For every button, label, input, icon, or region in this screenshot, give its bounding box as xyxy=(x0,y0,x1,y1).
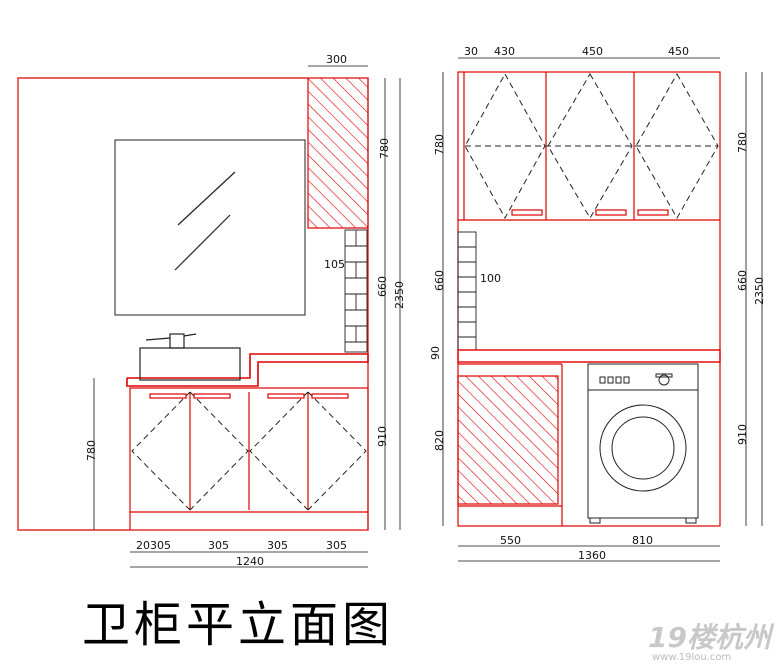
left-dim-top: 300 xyxy=(326,53,347,66)
left-elevation xyxy=(17,65,401,568)
left-base-cabinet xyxy=(129,387,369,531)
watermark: 19楼杭州 www.19lou.com xyxy=(648,616,771,663)
right-brick-strip xyxy=(457,231,477,351)
left-dim-bottom-1: 20305 xyxy=(136,539,171,552)
left-brick-strip xyxy=(344,229,368,353)
watermark-site: www.19lou.com xyxy=(652,652,732,663)
right-dim-right-1: 780 xyxy=(736,132,749,153)
right-dim-right-2: 660 xyxy=(736,270,749,291)
left-dim-right-3: 2350 xyxy=(393,281,406,309)
right-dim-left-3: 90 xyxy=(429,346,442,360)
right-countertop xyxy=(457,349,721,363)
right-dim-top-3: 450 xyxy=(582,45,603,58)
right-dim-total: 1360 xyxy=(578,549,606,562)
drawing-title: 卫柜平立面图 xyxy=(82,597,395,653)
left-countertop xyxy=(126,353,369,387)
faucet xyxy=(169,333,185,349)
right-lower-cabinet xyxy=(457,375,559,505)
right-dim-bottom-2: 810 xyxy=(632,534,653,547)
right-dim-right-4: 910 xyxy=(736,424,749,445)
washing-machine xyxy=(587,363,699,524)
basin xyxy=(139,347,241,381)
right-elevation xyxy=(442,57,763,562)
right-dim-left-2: 660 xyxy=(433,270,446,291)
left-dim-right-2: 660 xyxy=(376,276,389,297)
left-dim-right-4: 910 xyxy=(376,426,389,447)
left-dim-right-1: 780 xyxy=(378,138,391,159)
left-dim-bottom-4: 305 xyxy=(326,539,347,552)
left-dim-total: 1240 xyxy=(236,555,264,568)
left-dim-inner-1: 105 xyxy=(324,258,345,271)
watermark-logo: 19楼杭州 xyxy=(648,621,771,654)
left-dim-bottom-3: 305 xyxy=(267,539,288,552)
left-upper-cabinet xyxy=(307,77,369,229)
right-dim-bottom-1: 550 xyxy=(500,534,521,547)
right-dim-left-1: 780 xyxy=(433,134,446,155)
left-dim-left-1: 780 xyxy=(85,440,98,461)
right-dim-top-1: 30 xyxy=(464,45,478,58)
left-wall-outline xyxy=(17,77,308,531)
left-dim-bottom-2: 305 xyxy=(208,539,229,552)
right-dim-right-3: 2350 xyxy=(753,277,766,305)
right-dim-inner-1: 100 xyxy=(480,272,501,285)
right-dim-top-4: 450 xyxy=(668,45,689,58)
mirror xyxy=(114,139,306,316)
right-dim-left-4: 820 xyxy=(433,430,446,451)
right-dim-top-2: 430 xyxy=(494,45,515,58)
